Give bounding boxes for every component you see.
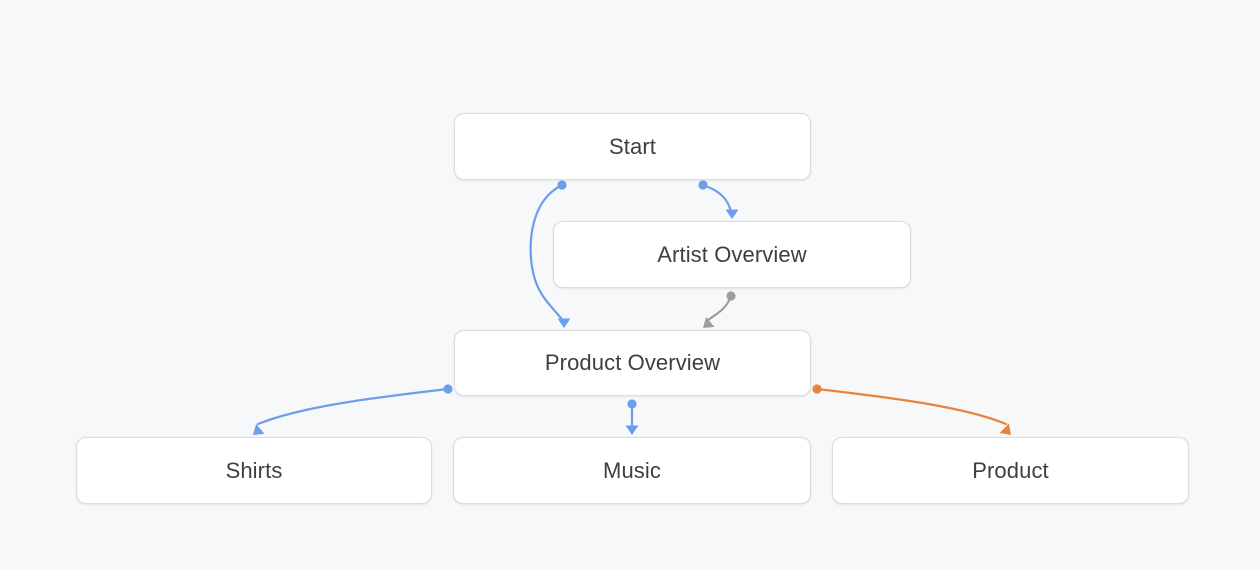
node-label: Product <box>972 457 1049 483</box>
node-product[interactable]: Product <box>832 437 1189 504</box>
node-label: Start <box>609 133 656 159</box>
node-label: Shirts <box>225 457 283 483</box>
edge-source-dot <box>443 384 453 394</box>
edge-source-dot <box>627 399 637 409</box>
node-shirts[interactable]: Shirts <box>76 437 432 504</box>
edge-path <box>706 294 733 322</box>
node-label: Artist Overview <box>657 241 807 267</box>
node-label: Music <box>603 457 661 483</box>
edge-arrowhead <box>557 318 571 328</box>
edge-path <box>815 387 1008 426</box>
edge-product-overview-to-music <box>625 399 639 435</box>
node-label: Product Overview <box>544 350 721 375</box>
node-product-overview[interactable]: Product Overview <box>454 330 811 396</box>
edge-source-dot <box>698 180 708 190</box>
edge-artist-overview-to-product-overview <box>703 291 736 328</box>
edge-path <box>256 387 450 426</box>
edge-arrowhead <box>625 425 639 435</box>
edge-start-to-artist-overview <box>698 180 739 219</box>
edge-arrowhead <box>725 209 739 219</box>
node-artist-overview[interactable]: Artist Overview <box>553 221 911 288</box>
edge-source-dot <box>812 384 822 394</box>
edge-product-overview-to-shirts <box>253 384 453 435</box>
edge-source-dot <box>557 180 567 190</box>
node-music[interactable]: Music <box>453 437 811 504</box>
edge-path <box>701 183 733 214</box>
node-start[interactable]: Start <box>454 113 811 180</box>
edge-product-overview-to-product <box>812 384 1011 435</box>
edge-source-dot <box>726 291 736 301</box>
